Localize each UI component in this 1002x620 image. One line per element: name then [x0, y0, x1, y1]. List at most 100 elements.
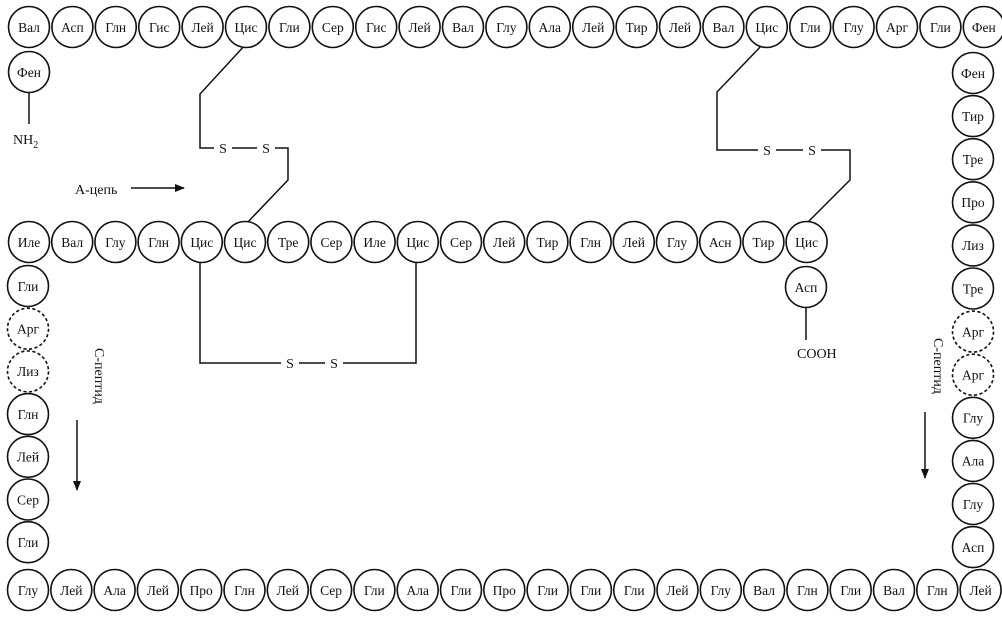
residue-circle: [268, 5, 311, 49]
a_chain-residue: Вал: [50, 220, 94, 264]
residue-circle: [702, 5, 745, 49]
bottom_chain-residue: Лей: [656, 568, 699, 612]
residue-label: Глн: [18, 407, 39, 422]
bonds-layer: [28, 43, 851, 364]
residue-label: Арг: [886, 20, 908, 35]
residue-circle: [612, 220, 656, 264]
top_chain-residue: Гли: [788, 5, 832, 49]
top_chain-residue: Ала: [528, 5, 572, 49]
residue-circle: [179, 568, 223, 612]
residue-label: Вал: [61, 235, 83, 250]
residue-circle: [6, 478, 50, 521]
top_chain-residue: Арг: [875, 5, 919, 49]
residue-circle: [50, 568, 93, 612]
intrachain-disulfide-line: [199, 262, 417, 364]
a_chain-residue: Глн: [137, 220, 180, 264]
residue-label: Арг: [962, 368, 984, 383]
residue-circle: [951, 310, 995, 353]
residue-label: Глу: [963, 497, 984, 512]
a_chain-residue: Цис: [180, 220, 224, 264]
residue-label: Арг: [17, 322, 39, 337]
b_start-residue: Фен: [7, 50, 51, 94]
residue-label: Про: [493, 583, 516, 598]
sulfur-atom: S: [330, 357, 338, 372]
residue-circle: [658, 5, 702, 49]
residue-label: Цис: [234, 235, 257, 250]
c-terminus-label: COOH: [797, 347, 837, 362]
bottom_chain-residue: Глн: [915, 568, 959, 612]
residue-circle: [951, 267, 995, 310]
bottom_chain-residue: Гли: [612, 568, 656, 612]
a_chain-residue: Тир: [742, 220, 785, 264]
residue-circle: [569, 220, 612, 264]
top_chain-residue: Сер: [311, 5, 355, 49]
s-mask: [257, 139, 275, 157]
a_chain-residue: Глу: [655, 220, 699, 264]
residue-label: Фен: [961, 66, 985, 81]
residue-circle: [137, 5, 181, 49]
residue-circle: [266, 568, 310, 612]
residue-circle: [353, 220, 396, 264]
bottom_chain-residue: Ала: [396, 568, 440, 612]
bottom_chain-residue: Гли: [353, 568, 396, 612]
residue-circle: [310, 220, 353, 264]
residue-circle: [919, 5, 962, 49]
residue-circle: [6, 568, 50, 612]
residue-label: Гли: [624, 583, 645, 598]
residue-circle: [396, 568, 440, 612]
residue-circle: [136, 568, 180, 612]
residue-circle: [656, 568, 699, 612]
top_chain-residue: Лей: [571, 5, 615, 49]
top_chain-residue: Вал: [441, 5, 485, 49]
residue-circle: [951, 51, 995, 95]
residue-circle: [398, 5, 441, 49]
residue-label: Асн: [709, 235, 732, 250]
residue-label: Тир: [752, 235, 774, 250]
a_chain-residue: Глу: [94, 220, 137, 264]
residue-label: Лей: [623, 235, 645, 250]
left_chain-residue: Арг: [6, 307, 50, 351]
residue-circle: [571, 5, 615, 49]
residue-label: Ала: [103, 583, 125, 598]
residue-label: Гли: [537, 583, 558, 598]
residue-label: Сер: [322, 20, 344, 35]
bottom_chain-residue: Вал: [742, 568, 786, 612]
residue-label: Гли: [930, 20, 951, 35]
s-mask: [214, 139, 232, 157]
bottom_chain-residue: Глу: [6, 568, 50, 612]
residue-circle: [951, 94, 995, 138]
residue-label: Цис: [190, 235, 213, 250]
residue-label: Лей: [147, 583, 169, 598]
residue-circle: [786, 568, 829, 612]
sulfur-atom: S: [219, 142, 227, 157]
left_chain-residue: Сер: [6, 478, 50, 521]
residue-label: Лиз: [17, 364, 39, 379]
s-mask: [281, 354, 299, 372]
residue-label: Тир: [536, 235, 558, 250]
residue-label: Глу: [496, 20, 517, 35]
residue-circle: [6, 264, 50, 308]
sulfur-atom: S: [808, 144, 816, 159]
residue-label: Гли: [18, 279, 39, 294]
residue-label: Глу: [843, 20, 864, 35]
residue-circle: [951, 137, 995, 181]
residue-label: Гис: [366, 20, 387, 35]
residue-circle: [482, 568, 526, 612]
a_chain-residue: Лей: [612, 220, 656, 264]
bottom_chain-residue: Гли: [569, 568, 613, 612]
residue-label: Вал: [452, 20, 474, 35]
residue-circle: [951, 396, 995, 440]
right_chain-residue: Арг: [951, 353, 995, 397]
top_chain-residue: Лей: [658, 5, 702, 49]
top_chain-residue: Глн: [94, 5, 138, 49]
c-peptide-label-right: С-пептид: [930, 338, 945, 394]
a_chain-residue: Цис: [396, 220, 440, 264]
bottom_chain-residue: Про: [179, 568, 223, 612]
right_chain-residue: Лиз: [951, 224, 995, 267]
right_chain-residue: Фен: [951, 51, 995, 95]
right_chain-residue: Арг: [951, 310, 995, 353]
residue-circle: [951, 525, 995, 569]
residue-label: Глу: [963, 411, 984, 426]
residue-circle: [439, 568, 483, 612]
